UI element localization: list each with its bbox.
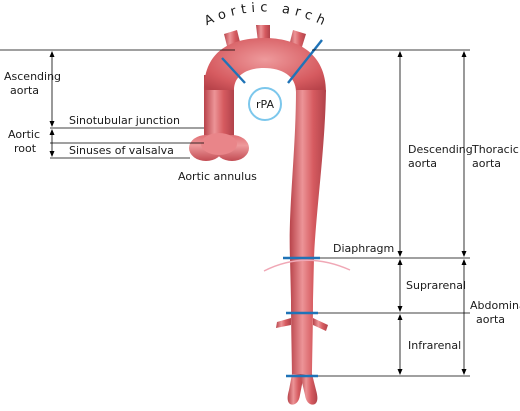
diaphragm-arc	[263, 259, 351, 272]
thoracic-aorta-label-line2: aorta	[472, 157, 501, 170]
aortic-root-label-line2: root	[14, 142, 37, 155]
aorta-vessel	[204, 38, 328, 405]
sinuses-of-valsalva-label: Sinuses of valsalva	[69, 144, 174, 157]
left-dimension-lines	[0, 49, 235, 159]
right-dimension-lines	[312, 49, 470, 377]
sinotubular-junction-label: Sinotubular junction	[69, 114, 180, 127]
abdominal-aorta-label-line1: Abdominal	[470, 299, 520, 312]
ascending-aorta-label-line1: Ascending	[4, 70, 61, 83]
infrarenal-label: Infrarenal	[408, 339, 461, 352]
diaphragm-label: Diaphragm	[333, 242, 394, 255]
abdominal-aorta-label-line2: aorta	[476, 313, 505, 326]
rpa-label: rPA	[256, 98, 274, 111]
rpa-circle	[248, 87, 282, 121]
descending-aorta-label-line1: Descending	[408, 143, 473, 156]
descending-aorta-label-line2: aorta	[408, 157, 437, 170]
suprarenal-label: Suprarenal	[406, 279, 466, 292]
aortic-root-sinuses	[189, 133, 249, 161]
thoracic-aorta-label-line1: Thoracic	[471, 143, 519, 156]
level-markers	[221, 39, 323, 378]
aortic-root-label-line1: Aortic	[8, 128, 40, 141]
ascending-aorta-label-line2: aorta	[10, 84, 39, 97]
aortic-annulus-label: Aortic annulus	[178, 170, 257, 183]
